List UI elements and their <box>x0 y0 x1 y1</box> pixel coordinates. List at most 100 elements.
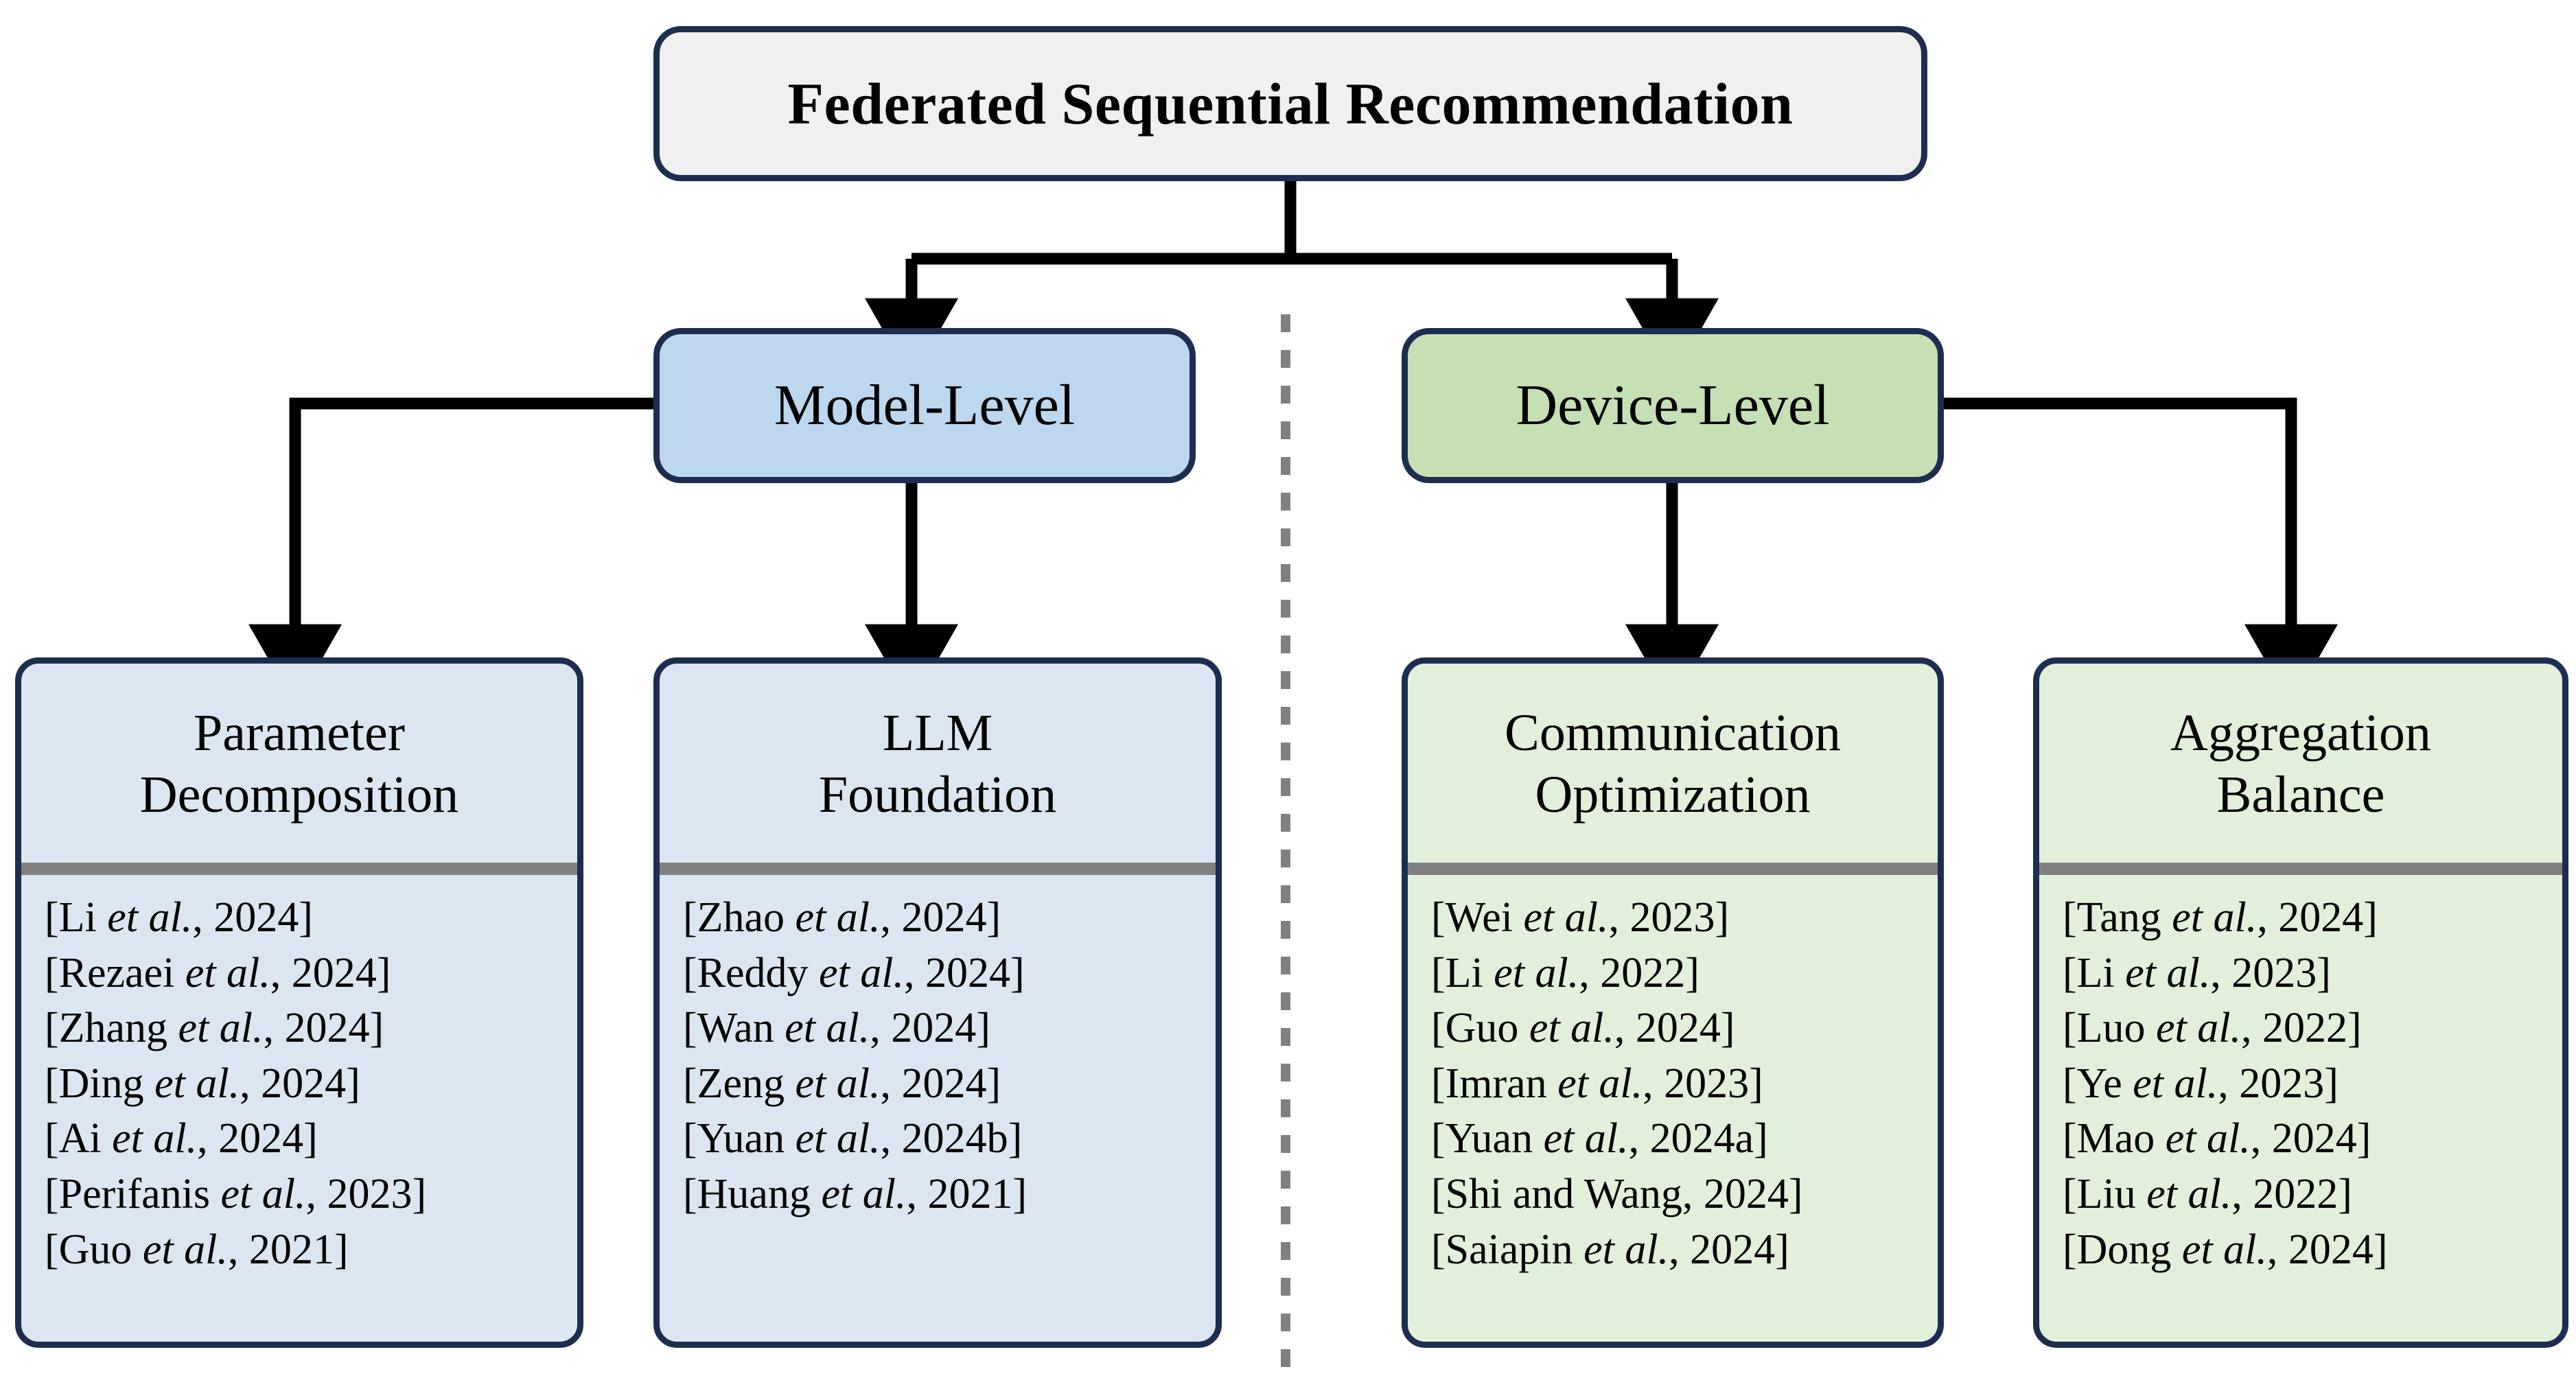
citation-author: [Luo <box>2063 1005 2157 1052</box>
citation-etal: et al. <box>821 1170 907 1217</box>
citation-author: [Reddy <box>683 949 820 996</box>
citation-year: , 2024a] <box>1628 1115 1768 1163</box>
citation-item: [Yuan et al., 2024b] <box>683 1111 1216 1167</box>
leaf-divider-rule <box>21 863 577 875</box>
citation-year: , 2024] <box>270 949 391 996</box>
citation-author: [Li <box>1431 949 1494 996</box>
leaf-node-communication-optimization: Communication Optimization [Wei et al. , … <box>1402 657 1944 1348</box>
citation-author: [Guo <box>1431 1005 1529 1052</box>
citation-item: [Li et al., 2023] <box>2063 946 2562 1001</box>
leaf-title-line2: Decomposition <box>139 766 459 824</box>
branch-node-device-level: Device-Level <box>1402 328 1944 483</box>
citation-etal: et al. <box>785 1005 870 1052</box>
center-dashed-divider <box>1281 314 1290 1378</box>
citation-author: [Liu <box>2063 1170 2147 1217</box>
citation-item: [Imran et al., 2023] <box>1431 1056 1938 1112</box>
citation-etal: et al. <box>2156 1005 2242 1052</box>
citation-etal: et al. <box>1529 1005 1614 1052</box>
citation-etal: et al. <box>154 1060 240 1107</box>
leaf-node-aggregation-balance: Aggregation Balance [Tang et al., 2024][… <box>2033 657 2568 1348</box>
citation-year: , 2021] <box>227 1226 349 1273</box>
citation-item: [Ding et al., 2024] <box>45 1056 577 1112</box>
citation-etal: et al. <box>2165 1115 2251 1163</box>
leaf-header-llm-foundation: LLM Foundation <box>660 664 1216 863</box>
citation-etal: et al. <box>185 949 270 996</box>
citation-etal: et al. <box>1523 894 1609 941</box>
citation-author: [Li <box>2063 949 2126 996</box>
citation-author: [Tang <box>2063 894 2172 941</box>
citation-author: [Huang <box>683 1170 822 1217</box>
citation-item: [Zhao et al., 2024] <box>683 890 1216 946</box>
leaf-header-aggregation-balance: Aggregation Balance <box>2039 664 2562 863</box>
leaf-title-line1: Parameter <box>193 704 406 762</box>
citation-year: , 2024] <box>904 949 1025 996</box>
leaf-title-line2: Optimization <box>1535 766 1811 824</box>
leaf-header-communication-optimization: Communication Optimization <box>1408 664 1938 863</box>
citation-author: [Yuan <box>683 1115 796 1163</box>
root-node: Federated Sequential Recommendation <box>653 26 1927 181</box>
citation-item: [Reddy et al., 2024] <box>683 946 1216 1001</box>
leaf-divider-rule <box>660 863 1216 875</box>
citation-list-llm-foundation: [Zhao et al., 2024][Reddy et al., 2024][… <box>660 875 1216 1342</box>
citation-author: [Li <box>45 894 108 941</box>
citation-author: [Guo <box>45 1226 143 1273</box>
citation-list-communication-optimization: [Wei et al., 2023][Li et al., 2022][Guo … <box>1408 875 1938 1342</box>
citation-year: , 2021] <box>906 1170 1028 1217</box>
citation-year: , 2024] <box>263 1005 384 1052</box>
citation-year: , 2024] <box>2250 1115 2371 1163</box>
citation-etal: et al. <box>2172 894 2258 941</box>
citation-etal: et al. <box>795 1115 881 1163</box>
citation-year: , 2024] <box>880 1060 1001 1107</box>
citation-author: [Imran <box>1431 1060 1558 1107</box>
citation-etal: et al. <box>795 894 881 941</box>
citation-item: [Rezaei et al., 2024] <box>45 946 577 1001</box>
citation-year: , 2022] <box>2231 1170 2352 1217</box>
citation-item: [Yuan et al., 2024a] <box>1431 1111 1938 1167</box>
citation-author: [Saiapin <box>1431 1226 1584 1273</box>
citation-item: [Li et al., 2024] <box>45 890 577 946</box>
citation-year: , 2024] <box>870 1005 990 1052</box>
citation-item: [Luo et al., 2022] <box>2063 1001 2562 1056</box>
leaf-title-line2: Balance <box>2216 766 2385 824</box>
citation-author: [Ai <box>45 1115 113 1163</box>
citation-item: [Ye et al., 2023] <box>2063 1056 2562 1112</box>
citation-author: [Perifanis <box>45 1170 221 1217</box>
leaf-node-parameter-decomposition: Parameter Decomposition [Li et al., 2024… <box>15 657 583 1348</box>
citation-etal: et al. <box>178 1005 264 1052</box>
citation-year: , 2024b] <box>880 1115 1023 1163</box>
citation-author: [Dong <box>2063 1226 2182 1273</box>
root-node-label: Federated Sequential Recommendation <box>787 71 1794 137</box>
leaf-node-llm-foundation: LLM Foundation [Zhao et al., 2024][Reddy… <box>653 657 1222 1348</box>
citation-etal: et al. <box>107 894 193 941</box>
citation-etal: et al. <box>795 1060 881 1107</box>
citation-year: , 2024] <box>2266 1226 2388 1273</box>
citation-item: [Dong et al., 2024] <box>2063 1222 2562 1278</box>
citation-year: , 2024] <box>192 894 313 941</box>
citation-year: , 2024] <box>240 1060 360 1107</box>
citation-etal: et al. <box>112 1115 198 1163</box>
citation-etal: et al. <box>2181 1226 2267 1273</box>
leaf-divider-rule <box>2039 863 2562 875</box>
leaf-title-line2: Foundation <box>818 766 1057 824</box>
branch-node-model-level: Model-Level <box>653 328 1196 483</box>
citation-list-aggregation-balance: [Tang et al., 2024][Li et al., 2023][Luo… <box>2039 875 2562 1342</box>
citation-year: , 2023] <box>305 1170 427 1217</box>
citation-author: [Rezaei <box>45 949 185 996</box>
citation-item: [Ai et al., 2024] <box>45 1111 577 1167</box>
citation-year: , 2024] <box>880 894 1001 941</box>
citation-author: [Zeng <box>683 1060 796 1107</box>
citation-etal: et al. <box>2125 949 2211 996</box>
citation-item: [Huang et al., 2021] <box>683 1167 1216 1222</box>
citation-year: , 2024] <box>1669 1226 1789 1273</box>
citation-item: [Tang et al., 2024] <box>2063 890 2562 946</box>
citation-list-parameter-decomposition: [Li et al., 2024][Rezaei et al., 2024][Z… <box>21 875 577 1342</box>
citation-author: [Wei <box>1431 894 1524 941</box>
citation-year: , 2023] <box>1643 1060 1763 1107</box>
citation-etal: et al. <box>2146 1170 2232 1217</box>
citation-etal: et al. <box>220 1170 306 1217</box>
citation-item: [Perifanis et al., 2023] <box>45 1167 577 1222</box>
citation-item: [Guo et al., 2024] <box>1431 1001 1938 1056</box>
leaf-title-line1: LLM <box>882 704 993 762</box>
citation-author: [Shi and Wang, 2024] <box>1431 1170 1803 1217</box>
